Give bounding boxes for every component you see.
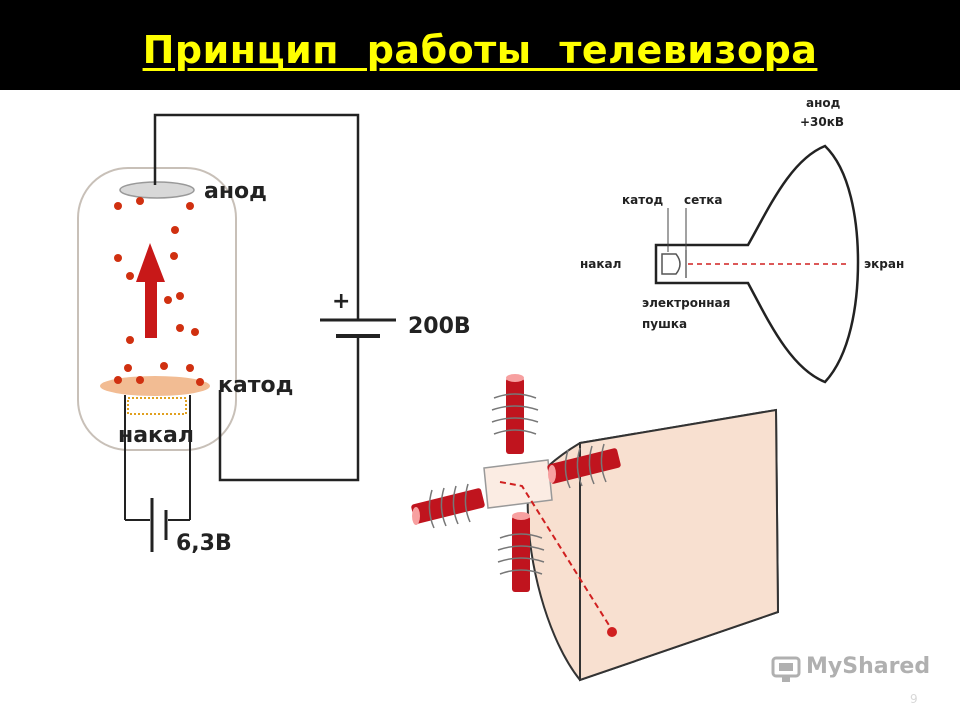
anode-circuit-wire bbox=[153, 113, 360, 300]
crt-grid-label: сетка bbox=[684, 193, 722, 207]
anode-plate bbox=[119, 181, 195, 199]
crt-screen-label: экран bbox=[864, 257, 904, 271]
plus-label: + bbox=[332, 289, 350, 314]
electrons bbox=[114, 197, 204, 386]
crt-gun-label-2: пушка bbox=[642, 317, 687, 331]
watermark-text: MyShared bbox=[806, 654, 931, 679]
crt-neck bbox=[483, 459, 553, 509]
slide-title: Принцип работы телевизора bbox=[142, 28, 818, 72]
deflected-beam bbox=[499, 481, 613, 631]
crt-gun-label-1: электронная bbox=[642, 296, 730, 310]
coil-top bbox=[491, 374, 539, 454]
title-bar: Принцип работы телевизора bbox=[0, 0, 960, 90]
crt-schematic: анод +30кВ катод сетка накал экран элект… bbox=[580, 96, 904, 384]
crt-cathode-label: катод bbox=[622, 193, 663, 207]
page-number: 9 bbox=[910, 692, 918, 706]
cathode-label: катод bbox=[218, 373, 293, 398]
vacuum-tube-diagram: + 200В 6,3В анод катод накал bbox=[77, 113, 471, 556]
electron-flow-arrow bbox=[136, 243, 165, 338]
coil-left bbox=[411, 483, 485, 529]
crt-heater-label: накал bbox=[580, 257, 621, 271]
coil-bottom bbox=[497, 512, 545, 592]
myshared-logo-icon bbox=[771, 656, 801, 682]
cathode-circuit-wire bbox=[218, 336, 360, 482]
anode-label: анод bbox=[204, 179, 267, 204]
slide-canvas: + 200В 6,3В анод катод накал bbox=[0, 90, 960, 720]
crt-anode-voltage-label: +30кВ bbox=[800, 115, 844, 129]
crt-cathode-shape bbox=[661, 253, 681, 275]
beam-spot bbox=[607, 627, 617, 637]
crt-anode-label: анод bbox=[806, 96, 841, 110]
heater-label: накал bbox=[118, 423, 194, 448]
watermark: MyShared bbox=[770, 650, 930, 690]
glass-bulb bbox=[77, 167, 237, 451]
voltage-200v-label: 200В bbox=[408, 314, 471, 339]
crt-outline bbox=[654, 144, 860, 384]
cathode-glow bbox=[100, 376, 210, 396]
coil-right bbox=[547, 443, 621, 489]
voltage-6v-label: 6,3В bbox=[176, 531, 232, 556]
diagram-svg: + 200В 6,3В анод катод накал bbox=[77, 96, 904, 682]
deflection-system bbox=[411, 374, 780, 682]
crt-screen-face bbox=[579, 408, 780, 682]
heater-coil bbox=[127, 397, 187, 415]
